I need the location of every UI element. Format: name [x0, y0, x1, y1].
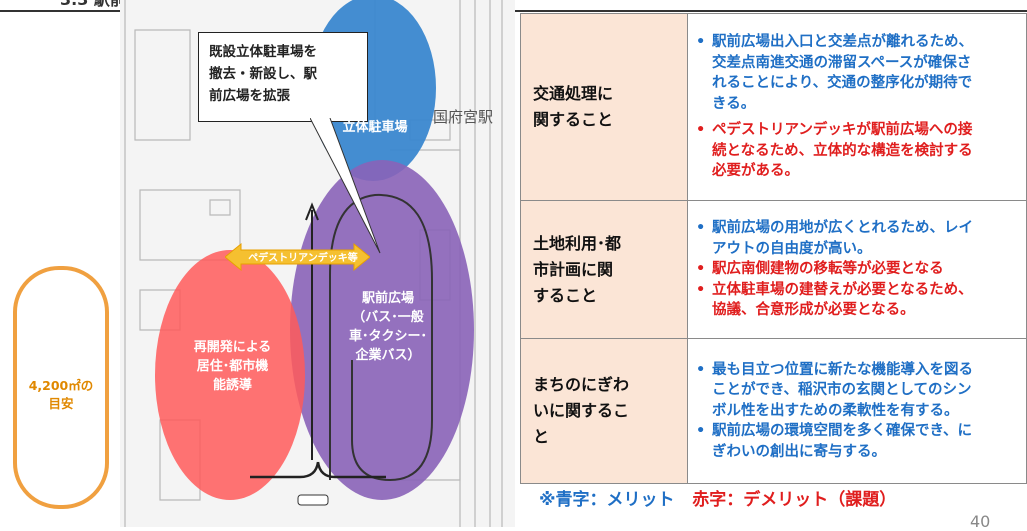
redevelop-label: 再開発による 居住･都市機 能誘導 [180, 338, 285, 395]
callout-line: 既設立体駐車場を [209, 44, 317, 60]
callout-line: 撤去・新設し、駅 [209, 66, 317, 82]
merit-item: • 駅前広場の環境空間を多く確保でき、に ぎわいの創出に寄与する。 [696, 421, 1018, 462]
map-background [124, 0, 503, 527]
plaza-label-line: （バス･一般 [352, 310, 424, 325]
bullet-icon: • [696, 261, 706, 278]
item-line: 駅前広場の環境空間を多く確保でき、に [712, 423, 972, 440]
area-label-line: 4,200㎡の [28, 378, 94, 393]
page-number: 40 [970, 512, 991, 531]
row-header-line: 市計画に関 [533, 259, 614, 279]
demerit-item: • 駅広南側建物の移転等が必要となる [696, 259, 1018, 280]
bullet-icon: • [696, 281, 706, 298]
color-legend: ※青字：メリット 赤字：デメリット（課題） [539, 485, 896, 510]
row-body: • 駅前広場の用地が広くとれるため、レイ アウトの自由度が高い。 • 駅広南側建… [687, 200, 1027, 339]
parking-label: 立体駐車場 [342, 120, 408, 135]
demerit-item: • 立体駐車場の建替えが必要となるため、 協議、合意形成が必要となる。 [696, 280, 1018, 321]
item-line: 交差点南進交通の滞留スペースが確保さ [712, 54, 972, 71]
row-header-line: すること [533, 285, 598, 305]
callout-box: 既設立体駐車場を 撤去・新設し、駅 前広場を拡張 [198, 32, 368, 122]
redevelop-label-line: 再開発による [193, 340, 272, 355]
item-line: 協議、合意形成が必要となる。 [712, 302, 915, 319]
deck-arrow [225, 242, 370, 272]
item-line: きる。 [712, 95, 756, 112]
legend-merit: ※青字：メリット [539, 490, 675, 510]
table-row: まちのにぎわ いに関するこ と • 最も目立つ位置に新たな機能導入を図る ことが… [520, 338, 1027, 484]
merit-item: • 駅前広場出入口と交差点が離れるため、 交差点南進交通の滞留スペースが確保さ … [696, 32, 1018, 114]
bullet-icon: • [696, 361, 706, 378]
item-line: 必要がある。 [712, 163, 799, 180]
bullet-icon: • [696, 423, 706, 440]
callout-pointer [310, 118, 381, 254]
row-header: 土地利用･都 市計画に関 すること [520, 200, 688, 339]
area-outline [13, 266, 109, 509]
row-header-line: と [533, 427, 550, 446]
row-header: まちのにぎわ いに関するこ と [520, 338, 688, 484]
item-line: 最も目立つ位置に新たな機能導入を図る [712, 361, 973, 378]
plaza-label: 駅前広場 （バス･一般 車･タクシー･ 企業バス） [340, 289, 436, 365]
row-header-line: 土地利用･都 [533, 233, 622, 253]
row-header: 交通処理に 関すること [520, 13, 688, 201]
redevelop-label-line: 能誘導 [212, 378, 252, 393]
table-row: 土地利用･都 市計画に関 すること • 駅前広場の用地が広くとれるため、レイ ア… [520, 200, 1027, 339]
area-label: 4,200㎡の 目安 [12, 377, 110, 413]
area-label-line: 目安 [48, 396, 74, 411]
merit-item: • 最も目立つ位置に新たな機能導入を図る ことができ、稲沢市の玄関としてのシン … [696, 360, 1018, 422]
redevelop-label-line: 居住･都市機 [196, 359, 269, 374]
plaza-label-line: 車･タクシー･ [348, 329, 427, 344]
row-header-line: まちのにぎわ [533, 375, 630, 394]
row-header-line: 関すること [533, 110, 614, 129]
row-header-line: 交通処理に [533, 84, 614, 103]
row-header-line: いに関するこ [533, 401, 630, 420]
table-row: 交通処理に 関すること • 駅前広場出入口と交差点が離れるため、 交差点南進交通… [520, 13, 1027, 201]
item-line: ボル性を出すための柔軟性を有する。 [712, 402, 959, 419]
item-line: ことができ、稲沢市の玄関としてのシン [712, 382, 972, 399]
callout-line: 前広場を拡張 [209, 88, 290, 104]
demerit-item: • ペデストリアンデッキが駅前広場への接 続となるため、立体的な構造を検討する … [696, 120, 1018, 182]
item-line: 駅広南側建物の移転等が必要となる [712, 261, 944, 278]
plaza-label-line: 企業バス） [355, 348, 421, 363]
item-line: ぎわいの創出に寄与する。 [712, 443, 886, 460]
legend-demerit: 赤字：デメリット（課題） [692, 490, 897, 510]
deck-label: ペデストリアンデッキ等 [248, 253, 358, 264]
item-line: ペデストリアンデッキが駅前広場への接 [712, 122, 973, 139]
site-map: 既設立体駐車場を 撤去・新設し、駅 前広場を拡張 立体駐車場 駅前広場 （バス･… [120, 0, 515, 527]
row-body: • 最も目立つ位置に新たな機能導入を図る ことができ、稲沢市の玄関としてのシン … [687, 338, 1027, 484]
bullet-icon: • [696, 34, 706, 51]
item-line: アウトの自由度が高い。 [712, 240, 872, 257]
item-line: れることにより、交通の整序化が期待で [712, 75, 973, 92]
evaluation-table: 交通処理に 関すること • 駅前広場出入口と交差点が離れるため、 交差点南進交通… [520, 13, 1027, 484]
item-line: 駅前広場出入口と交差点が離れるため、 [712, 34, 973, 51]
station-label: 国府宮駅 [433, 108, 494, 126]
merit-item: • 駅前広場の用地が広くとれるため、レイ アウトの自由度が高い。 [696, 218, 1018, 259]
item-line: 立体駐車場の建替えが必要となるため、 [712, 281, 973, 298]
bullet-icon: • [696, 122, 706, 139]
item-line: 続となるため、立体的な構造を検討する [712, 142, 973, 159]
plaza-label-line: 駅前広場 [361, 291, 414, 306]
row-body: • 駅前広場出入口と交差点が離れるため、 交差点南進交通の滞留スペースが確保さ … [687, 13, 1027, 201]
bullet-icon: • [696, 220, 706, 237]
item-line: 駅前広場の用地が広くとれるため、レイ [712, 220, 973, 237]
